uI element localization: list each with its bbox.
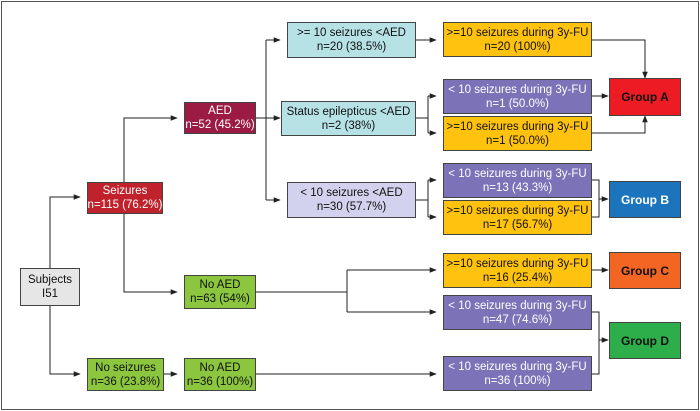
followup-lt10-group-d1-line2: n=47 (74.6%) [482,313,553,326]
group-b-node: Group B [609,181,681,218]
lt10-before-aed-line2: n=30 (57.7%) [316,201,387,213]
connector-group-a-top [592,39,648,79]
aed-node-line1: AED [208,105,232,117]
followup-lt10-group-d1-node: < 10 seizures during 3y-FU n=47 (74.6%) [443,295,592,330]
no-aed-no-seizures-node: No AED n=36 (100%) [184,358,256,391]
followup-lt10-status-line1: < 10 seizures during 3y-FU [448,83,587,96]
seizures-node: Seizures n=115 (76.2%) [87,182,163,214]
followup-ge10-group-a-line2: n=20 (100%) [484,40,551,53]
followup-ge10-group-b-line1: >=10 seizures during 3y-FU [446,204,589,217]
followup-lt10-group-b-node: < 10 seizures during 3y-FU n=13 (43.3%) [443,163,592,198]
no-aed-no-seizures-node-line2: n=36 (100%) [186,375,254,388]
group-d-node: Group D [609,322,681,359]
subjects-node-line1: Subjects [27,274,73,286]
aed-node-line2: n=52 (45.2%) [185,119,255,131]
followup-ge10-status-line2: n=1 (50.0%) [486,134,549,147]
group-b-label: Group B [621,192,669,207]
group-c-label: Group C [621,263,669,278]
no-aed-seizures-node-line2: n=63 (54%) [190,293,250,305]
followup-ge10-group-c-line1: >=10 seizures during 3y-FU [446,257,589,270]
subjects-node: Subjects I51 [20,268,80,306]
followup-ge10-group-a-line1: >=10 seizures during 3y-FU [446,26,589,39]
aed-node: AED n=52 (45.2%) [184,102,256,134]
followup-lt10-group-d1-line1: < 10 seizures during 3y-FU [448,299,587,312]
lt10-before-aed-line1: < 10 seizures <AED [300,187,403,199]
followup-lt10-group-b-line1: < 10 seizures during 3y-FU [448,167,587,180]
seizures-node-line1: Seizures [102,185,148,197]
connector-seizures-no-aed [123,214,178,295]
followup-lt10-group-d2-line2: n=36 (100%) [484,374,551,387]
ge10-before-aed-node: >= 10 seizures <AED n=20 (38.5%) [287,22,416,58]
connector-group-b-bracket [592,179,600,218]
seizures-node-line2: n=115 (76.2%) [87,199,163,211]
no-seizures-node: No seizures n=36 (23.8%) [87,358,164,391]
followup-ge10-group-b-line2: n=17 (56.7%) [482,218,553,231]
lt10-before-aed-node: < 10 seizures <AED n=30 (57.7%) [287,182,416,218]
no-seizures-node-line2: n=36 (23.8%) [90,375,161,388]
no-aed-seizures-node-line1: No AED [199,279,241,291]
connector-group-a-bottom [592,115,648,134]
group-a-label: Group A [621,90,669,104]
followup-ge10-status-node: >=10 seizures during 3y-FU n=1 (50.0%) [443,116,592,151]
ge10-before-aed-line2: n=20 (38.5%) [316,41,387,53]
connector-group-d-bracket [592,311,600,375]
status-epilepticus-line1: Status epilepticus <AED [286,105,411,118]
ge10-before-aed-line1: >= 10 seizures <AED [297,27,406,39]
no-aed-no-seizures-node-line1: No AED [199,361,241,374]
status-epilepticus-line2: n=2 (38%) [321,119,376,132]
followup-lt10-group-b-line2: n=13 (43.3%) [482,181,553,194]
followup-ge10-group-a-node: >=10 seizures during 3y-FU n=20 (100%) [443,22,592,57]
followup-ge10-status-line1: >=10 seizures during 3y-FU [446,120,589,133]
group-a-node: Group A [609,78,681,116]
status-epilepticus-node: Status epilepticus <AED n=2 (38%) [281,101,416,136]
followup-ge10-group-c-node: >=10 seizures during 3y-FU n=16 (25.4%) [443,253,592,288]
connector-subjects-no-seizures [49,306,81,377]
followup-ge10-group-b-node: >=10 seizures during 3y-FU n=17 (56.7%) [443,200,592,235]
followup-lt10-group-d2-line1: < 10 seizures during 3y-FU [448,360,587,373]
no-aed-seizures-node: No AED n=63 (54%) [184,275,256,309]
group-c-node: Group C [609,252,681,289]
followup-lt10-status-line2: n=1 (50.0%) [486,97,549,110]
followup-lt10-status-node: < 10 seizures during 3y-FU n=1 (50.0%) [443,79,592,114]
followup-ge10-group-c-line2: n=16 (25.4%) [482,271,553,284]
connector-subjects-seizures [49,194,81,268]
no-seizures-node-line1: No seizures [95,361,156,374]
group-d-label: Group D [621,333,669,348]
followup-lt10-group-d2-node: < 10 seizures during 3y-FU n=36 (100%) [443,356,592,391]
connector-seizures-aed [123,115,178,182]
subjects-node-line2: I51 [42,288,58,300]
